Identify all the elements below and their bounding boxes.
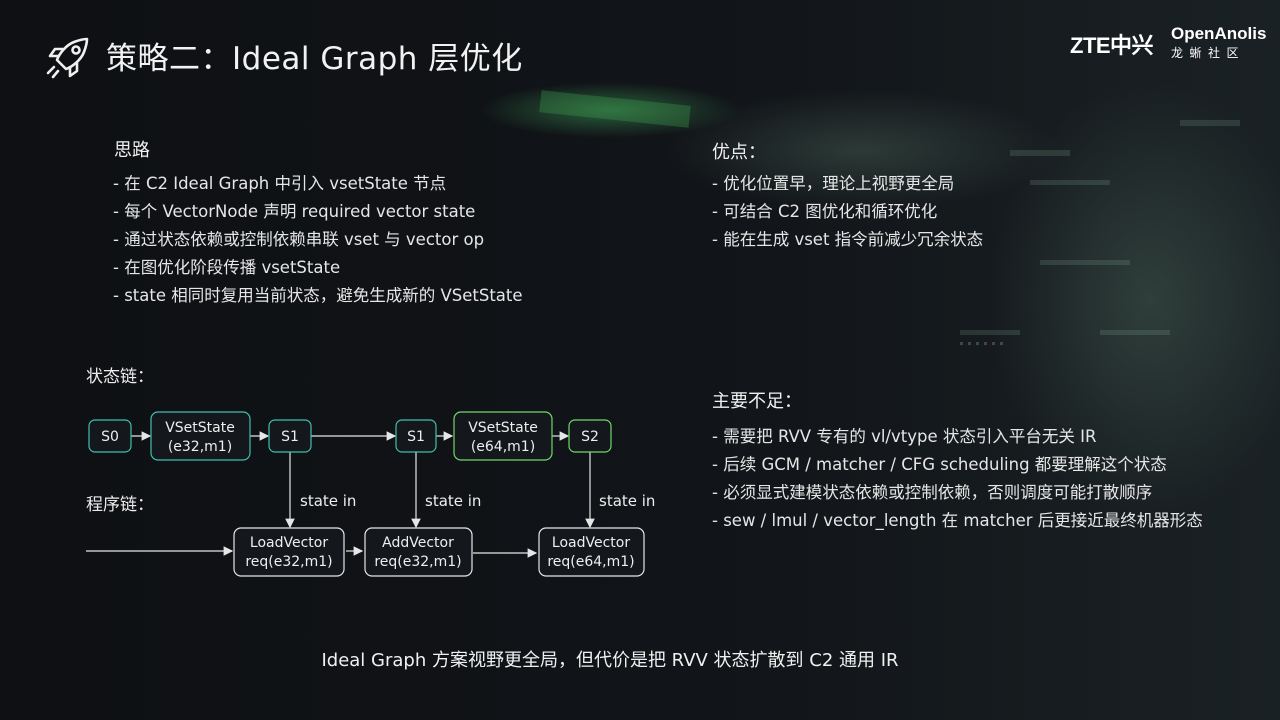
rocket-icon — [46, 37, 89, 79]
edge-label-state-in: state in — [599, 492, 655, 510]
edge-label-state-in: state in — [300, 492, 356, 510]
node-vset-e64 — [453, 411, 553, 461]
node-load-e64 — [538, 527, 645, 577]
cons-item: - sew / lmul / vector_length 在 matcher 后… — [712, 511, 1203, 530]
node-vset-e64-line2: (e64,m1) — [471, 439, 535, 455]
node-load-e32 — [233, 527, 345, 577]
node-add-e32-line2: req(e32,m1) — [374, 554, 461, 570]
node-load-e64-line1: LoadVector — [552, 535, 630, 551]
node-s1-first — [268, 419, 312, 453]
node-s2-label: S2 — [581, 429, 599, 445]
program-chain-label: 程序链： — [86, 495, 154, 515]
footer-summary: Ideal Graph 方案视野更全局，但代价是把 RVV 状态扩散到 C2 通… — [321, 650, 899, 671]
logo-group: ZTE中兴 OpenAnolis 龙蜥社区 — [1070, 24, 1270, 64]
node-s1-second — [395, 419, 437, 453]
node-s2 — [568, 419, 612, 453]
cons-item: - 必须显式建模状态依赖或控制依赖，否则调度可能打散顺序 — [712, 483, 1153, 502]
node-vset-e32-line1: VSetState — [165, 420, 235, 436]
node-load-e32-line2: req(e32,m1) — [245, 554, 332, 570]
pros-heading: 优点： — [712, 142, 766, 163]
node-vset-e32 — [150, 411, 251, 461]
node-vset-e32-line2: (e32,m1) — [168, 439, 232, 455]
openanolis-logo: OpenAnolis — [1171, 24, 1267, 43]
cons-item: - 需要把 RVV 专有的 vl/vtype 状态引入平台无关 IR — [712, 427, 1097, 446]
node-s1-first-label: S1 — [281, 429, 299, 445]
node-vset-e64-line1: VSetState — [468, 420, 538, 436]
cons-list: - 需要把 RVV 专有的 vl/vtype 状态引入平台无关 IR - 后续 … — [712, 423, 1203, 535]
idea-item: - state 相同时复用当前状态，避免生成新的 VSetState — [113, 286, 523, 305]
idea-item: - 通过状态依赖或控制依赖串联 vset 与 vector op — [113, 230, 485, 249]
node-add-e32 — [364, 527, 473, 577]
openanolis-subtitle: 龙蜥社区 — [1171, 46, 1246, 60]
idea-item: - 在图优化阶段传播 vsetState — [113, 258, 341, 277]
idea-item: - 每个 VectorNode 声明 required vector state — [113, 202, 476, 221]
pros-list: - 优化位置早，理论上视野更全局 - 可结合 C2 图优化和循环优化 - 能在生… — [712, 170, 983, 254]
node-load-e64-line2: req(e64,m1) — [547, 554, 634, 570]
state-chain-label: 状态链： — [86, 367, 154, 387]
cons-item: - 后续 GCM / matcher / CFG scheduling 都要理解… — [712, 455, 1167, 474]
zte-logo: ZTE中兴 — [1070, 33, 1154, 58]
idea-item: - 在 C2 Ideal Graph 中引入 vsetState 节点 — [113, 174, 447, 193]
idea-list: - 在 C2 Ideal Graph 中引入 vsetState 节点 - 每个… — [113, 170, 523, 310]
edge-label-state-in: state in — [425, 492, 481, 510]
node-s0 — [88, 419, 132, 453]
slide-title: 策略二：Ideal Graph 层优化 — [106, 41, 523, 77]
pros-item: - 优化位置早，理论上视野更全局 — [712, 174, 955, 193]
pros-item: - 可结合 C2 图优化和循环优化 — [712, 202, 938, 221]
node-load-e32-line1: LoadVector — [250, 535, 328, 551]
node-add-e32-line1: AddVector — [382, 535, 454, 551]
cons-heading: 主要不足： — [712, 391, 802, 412]
node-s1-second-label: S1 — [407, 429, 425, 445]
pros-item: - 能在生成 vset 指令前减少冗余状态 — [712, 230, 984, 249]
node-s0-label: S0 — [101, 429, 119, 445]
idea-heading: 思路 — [114, 140, 150, 161]
